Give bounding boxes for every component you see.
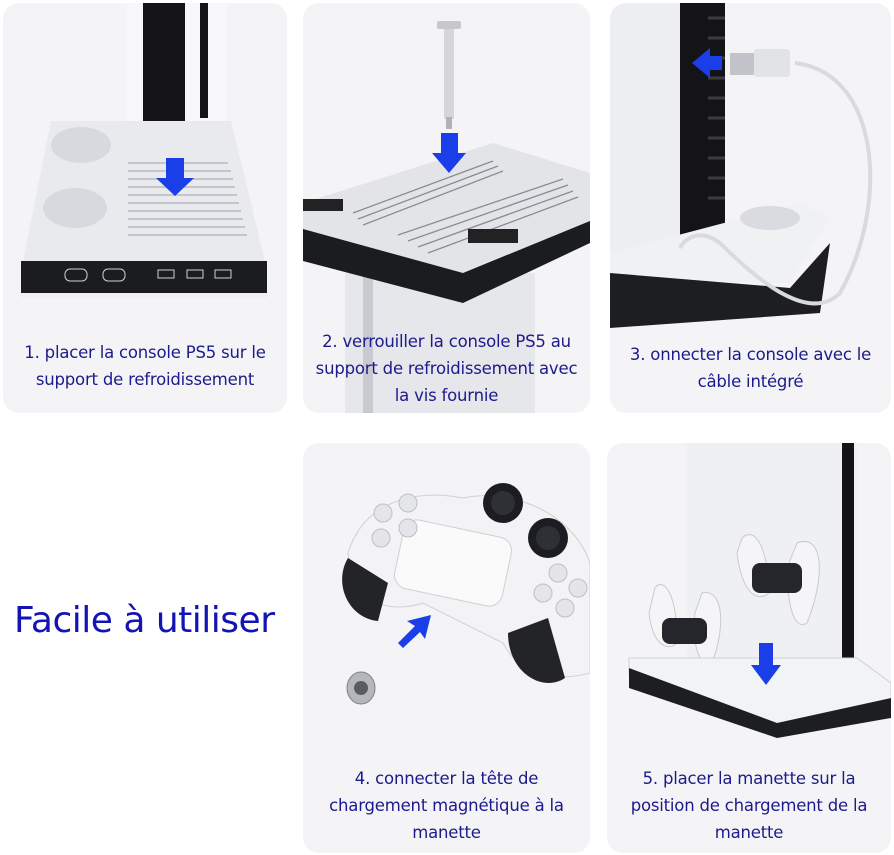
step-1-caption: 1. placer la console PS5 sur le support … [3, 339, 287, 393]
caption-line: 3. onnecter la console avec le [629, 345, 872, 364]
arrow-down-icon [432, 133, 466, 173]
magnetic-tip-illustration [342, 483, 590, 705]
arrow-down-icon [156, 158, 194, 196]
arrow-up-right-icon [398, 615, 431, 648]
caption-line: câble intégré [697, 372, 804, 391]
screw-stand-illustration [303, 21, 590, 413]
step-3-panel: 3. onnecter la console avec le câble int… [610, 3, 891, 413]
caption-line: chargement magnétique à la [329, 796, 564, 815]
step-1-panel: 1. placer la console PS5 sur le support … [3, 3, 287, 413]
arrow-down-icon [751, 643, 781, 685]
step-3-caption: 3. onnecter la console avec le câble int… [610, 341, 891, 395]
caption-line: manette [714, 823, 784, 842]
caption-line: 1. placer la console PS5 sur le [24, 343, 266, 362]
step-4-panel: 4. connecter la tête de chargement magné… [303, 443, 590, 853]
caption-line: 5. placer la manette sur la [642, 769, 856, 788]
usb-cable-illustration [610, 3, 873, 328]
step-5-caption: 5. placer la manette sur la position de … [607, 765, 891, 846]
step-2-caption: 2. verrouiller la console PS5 au support… [303, 328, 590, 409]
caption-line: support de refroidissement avec [315, 359, 578, 378]
caption-line: 2. verrouiller la console PS5 au [322, 332, 571, 351]
caption-line: la vis fournie [394, 386, 499, 405]
arrow-left-icon [692, 48, 722, 78]
headline: Facile à utiliser [14, 600, 275, 641]
step-5-panel: 5. placer la manette sur la position de … [607, 443, 891, 853]
ps5-stand-illustration [21, 3, 267, 298]
caption-line: support de refroidissement [35, 370, 255, 389]
caption-line: manette [412, 823, 481, 842]
step-4-caption: 4. connecter la tête de chargement magné… [303, 765, 590, 846]
step-2-panel: 2. verrouiller la console PS5 au support… [303, 3, 590, 413]
charging-dock-illustration [628, 443, 891, 738]
caption-line: position de chargement de la [630, 796, 868, 815]
caption-line: 4. connecter la tête de [354, 769, 539, 788]
